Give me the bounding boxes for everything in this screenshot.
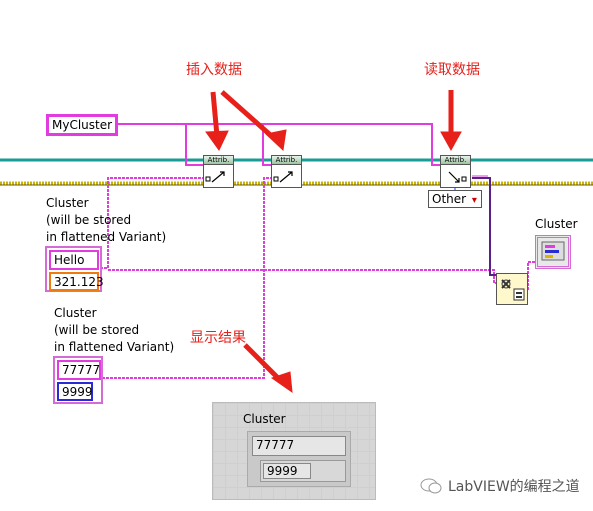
read-data-annotation: 读取数据 (424, 62, 480, 78)
mycluster-string-constant[interactable]: MyCluster (46, 114, 119, 136)
cluster2-label: Cluster (will be stored in flattened Var… (54, 305, 174, 356)
cluster1-number-field[interactable]: 321.123 (49, 272, 104, 291)
annotation-arrows (205, 90, 462, 394)
cluster2-label-line1: Cluster (54, 306, 97, 320)
set-attribute-node-2[interactable]: Attrib. (271, 155, 302, 188)
watermark-text: LabVIEW的编程之道 (448, 479, 580, 495)
attrib-node-header: Attrib. (204, 156, 233, 165)
front-panel-cluster: 77777 9999 (247, 431, 351, 487)
get-attribute-node[interactable]: Attrib. (440, 155, 471, 188)
cluster1-label: Cluster (will be stored in flattened Var… (46, 195, 166, 246)
attrib-node-header: Attrib. (272, 156, 301, 165)
front-panel-string-indicator: 77777 (252, 436, 346, 456)
front-panel-cluster-label: Cluster (243, 412, 286, 426)
front-panel-result: Cluster 77777 9999 (212, 402, 376, 500)
wechat-icon (420, 478, 442, 494)
attrib-node-header: Attrib. (441, 156, 470, 165)
get-attribute-icon (448, 171, 467, 183)
variant-to-data-node[interactable] (496, 273, 528, 305)
indicator-label: Cluster (535, 217, 578, 231)
cluster1-string-field[interactable]: Hello (49, 250, 99, 270)
variant-to-data-icon (501, 279, 525, 301)
cluster2-constant[interactable]: 77777 9999 (53, 356, 103, 404)
front-panel-number-frame: 9999 (260, 460, 346, 482)
show-result-annotation: 显示结果 (190, 330, 246, 346)
set-attribute-icon (273, 171, 293, 183)
type-selector-value: Other (432, 192, 467, 206)
set-attribute-node-1[interactable]: Attrib. (203, 155, 234, 188)
set-attribute-icon (205, 171, 225, 183)
cluster1-constant[interactable]: Hello 321.123 (45, 246, 104, 292)
cluster1-label-line2: (will be stored (46, 213, 132, 227)
cluster-indicator-terminal[interactable] (535, 235, 571, 269)
cluster2-label-line3: in flattened Variant) (54, 340, 175, 354)
cluster1-label-line3: in flattened Variant) (46, 230, 167, 244)
cluster-indicator-icon (541, 241, 565, 261)
front-panel-number-indicator: 9999 (263, 463, 311, 479)
dropdown-arrow-icon: ▾ (471, 195, 477, 206)
cluster2-number-field[interactable]: 9999 (57, 382, 93, 401)
cluster2-label-line2: (will be stored (54, 323, 140, 337)
watermark: LabVIEW的编程之道 (420, 476, 580, 496)
insert-data-annotation: 插入数据 (186, 62, 242, 78)
cluster1-label-line1: Cluster (46, 196, 89, 210)
type-selector-enum[interactable]: Other ▾ (428, 190, 482, 208)
cluster2-string-field[interactable]: 77777 (57, 360, 101, 380)
